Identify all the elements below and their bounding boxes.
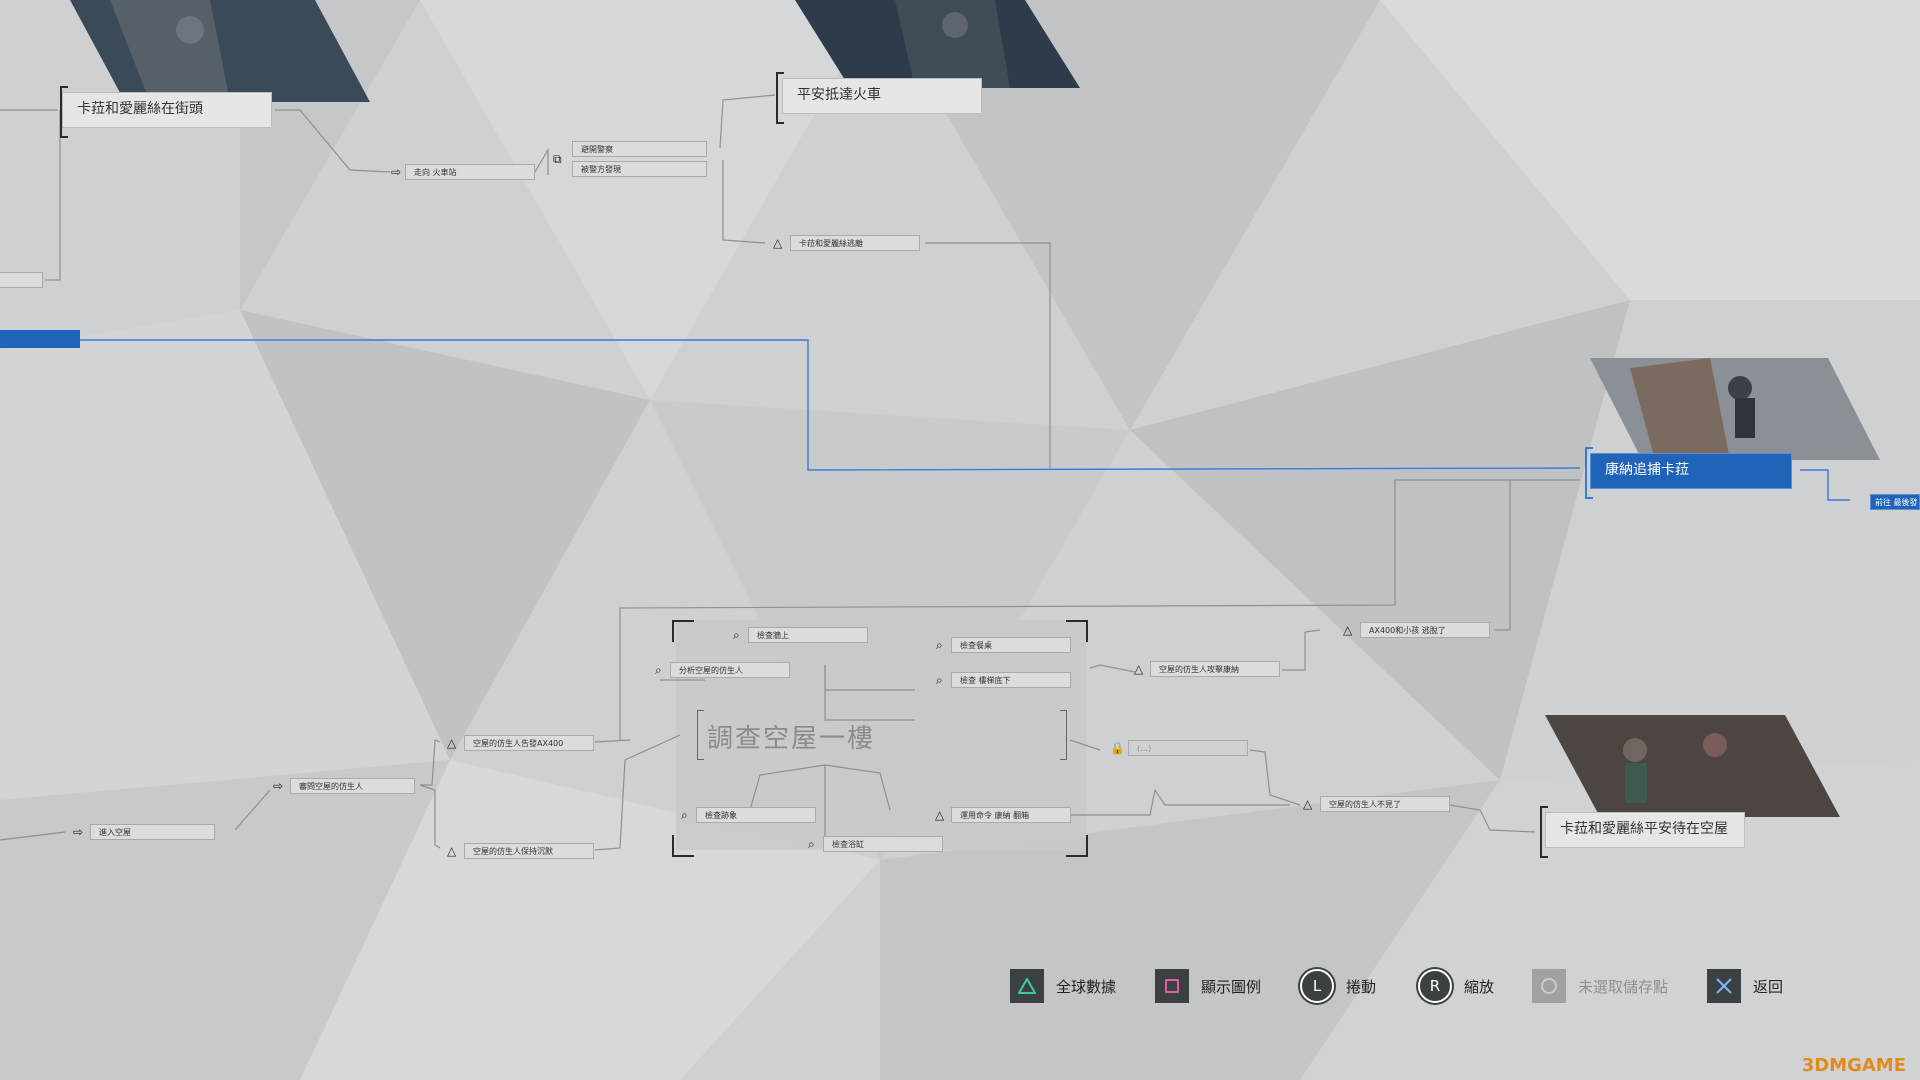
- node-left-edge[interactable]: [0, 272, 43, 288]
- node-android-attack[interactable]: 空屋的仿生人攻擊康納: [1150, 661, 1280, 677]
- magnifier-icon: ⌕: [936, 638, 943, 652]
- legend-scroll[interactable]: L 捲動: [1300, 967, 1376, 1005]
- legend-label: 捲動: [1346, 977, 1377, 996]
- node-enter-house[interactable]: 進入空屋: [90, 824, 215, 840]
- node-android-silent[interactable]: 空屋的仿生人保持沉默: [464, 843, 594, 859]
- node-clue-table[interactable]: 檢查餐桌: [951, 637, 1071, 653]
- magnifier-icon: ⌕: [808, 837, 815, 851]
- lock-icon: 🔒: [1110, 741, 1125, 755]
- L-glyph: L: [1312, 977, 1322, 995]
- node-android-tell-ax[interactable]: 空屋的仿生人告發AX400: [464, 735, 594, 751]
- arrow-icon: ⇨: [391, 165, 402, 179]
- scene-thumbnail-train: [795, 0, 1080, 88]
- triangle-icon: △: [1303, 797, 1313, 811]
- arrow-icon: ⇨: [73, 825, 84, 839]
- node-question-android[interactable]: 審問空屋的仿生人: [290, 778, 415, 794]
- node-clue-stair[interactable]: 檢查 樓梯底下: [951, 672, 1071, 688]
- legend-label: 返回: [1753, 977, 1784, 996]
- legend-label: 縮放: [1464, 977, 1495, 996]
- scene-thumbnail-chase: [1590, 358, 1880, 460]
- bracket-train: [776, 72, 784, 124]
- legend-label: 顯示圖例: [1201, 977, 1262, 996]
- triangle-icon: △: [1134, 662, 1144, 676]
- legend-zoom[interactable]: R 縮放: [1418, 967, 1494, 1005]
- triangle-icon: △: [773, 236, 783, 250]
- legend-label: 全球數據: [1056, 977, 1117, 996]
- title-bracket-l: [697, 710, 704, 760]
- node-safe-train[interactable]: 平安抵達火車: [782, 78, 982, 114]
- node-to-station[interactable]: 走向 火車站: [405, 164, 535, 180]
- triangle-icon: [1010, 969, 1044, 1003]
- investigate-title[interactable]: 調查空屋一樓: [707, 724, 876, 754]
- triangle-icon: △: [447, 844, 457, 858]
- node-clue-order[interactable]: 運用命令 康納 翻箱: [951, 807, 1071, 823]
- triangle-icon: △: [1343, 623, 1353, 637]
- R-glyph: R: [1429, 977, 1441, 995]
- magnifier-icon: ⌕: [655, 663, 662, 677]
- magnifier-icon: ⌕: [936, 673, 943, 687]
- investigate-corner-bl: [672, 835, 694, 857]
- circle-icon: [1532, 969, 1566, 1003]
- L-stick-icon: L: [1300, 969, 1334, 1003]
- legend-show-legend[interactable]: 顯示圖例: [1155, 967, 1261, 1005]
- node-android-gone[interactable]: 空屋的仿生人不見了: [1320, 796, 1450, 812]
- node-clue-wall[interactable]: 檢查牆上: [748, 627, 868, 643]
- square-icon: [1155, 969, 1189, 1003]
- scene-thumbnail-street: [70, 0, 370, 102]
- legend-no-save-selected: 未選取儲存點: [1532, 967, 1668, 1005]
- triangle-icon: △: [447, 736, 457, 750]
- investigate-corner-br: [1066, 835, 1088, 857]
- cross-icon: [1707, 969, 1741, 1003]
- node-kara-alice-street[interactable]: 卡菈和愛麗絲在街頭: [62, 92, 272, 128]
- bracket-left: [60, 86, 68, 138]
- legend-global-data[interactable]: 全球數據: [1010, 967, 1116, 1005]
- magnifier-icon: ⌕: [681, 808, 688, 822]
- title-bracket-r: [1060, 710, 1067, 760]
- watermark-logo: 3DMGAME: [1801, 1055, 1906, 1076]
- bracket-chase: [1585, 447, 1593, 499]
- legend-label: 未選取儲存點: [1578, 977, 1669, 996]
- investigate-corner-tl: [672, 620, 694, 642]
- node-to-end[interactable]: 前往 最後發: [1870, 494, 1920, 510]
- arrow-icon: ⇨: [273, 779, 284, 793]
- node-ax-escape[interactable]: AX400和小孩 逃脫了: [1360, 622, 1490, 638]
- bracket-safe: [1540, 806, 1548, 858]
- investigate-corner-tr: [1066, 620, 1088, 642]
- node-clue-analyze[interactable]: 分析空屋的仿生人: [670, 662, 790, 678]
- node-clue-bath[interactable]: 檢查浴缸: [823, 836, 943, 852]
- triangle-icon: △: [935, 808, 945, 822]
- node-kara-alice-bus[interactable]: 卡菈和愛麗絲逃離: [790, 235, 920, 251]
- node-opt-alert[interactable]: 避開警察: [572, 141, 707, 157]
- node-locked: (…): [1128, 740, 1248, 756]
- node-kara-alice-safe[interactable]: 卡菈和愛麗絲平安待在空屋: [1545, 812, 1745, 848]
- R-stick-icon: R: [1418, 969, 1452, 1003]
- node-opt-police-found[interactable]: 被警方發現: [572, 161, 707, 177]
- node-connor-chase[interactable]: 康納追捕卡菈: [1590, 453, 1792, 489]
- split-icon: ⧉: [553, 152, 562, 166]
- legend-back[interactable]: 返回: [1707, 967, 1783, 1005]
- scene-thumbnail-safe-house: [1545, 715, 1840, 817]
- node-clue-mark[interactable]: 檢查跡象: [696, 807, 816, 823]
- magnifier-icon: ⌕: [733, 628, 740, 642]
